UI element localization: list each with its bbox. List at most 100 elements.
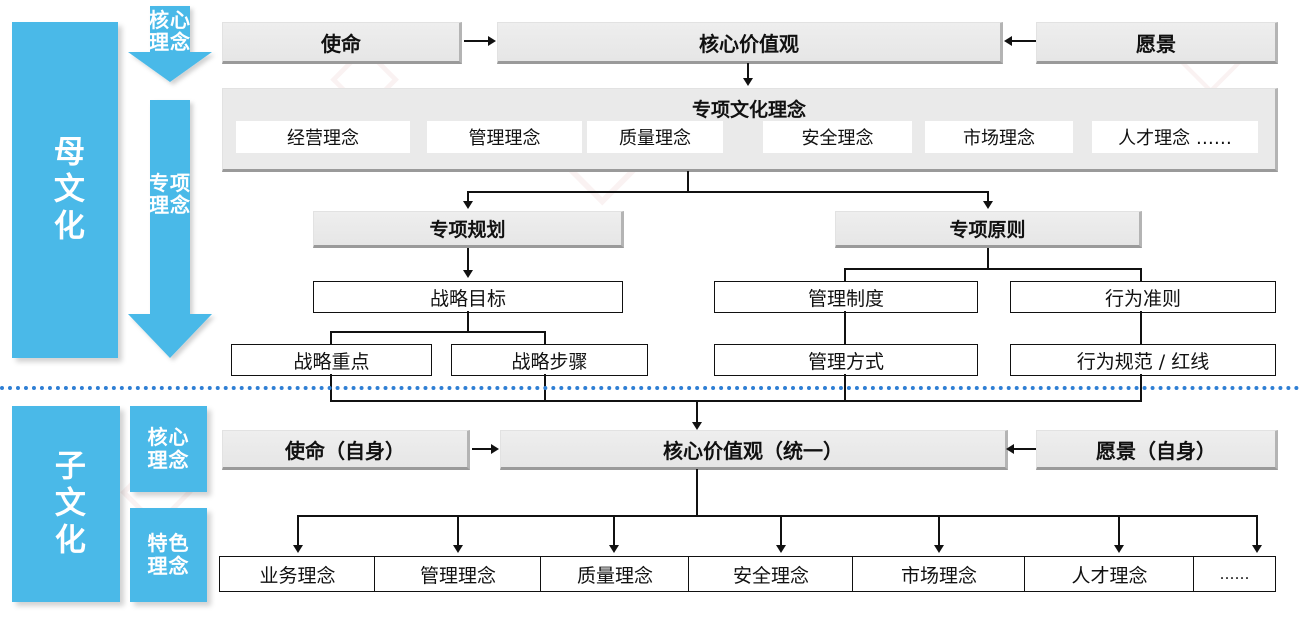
parent-to-child-down-line [696,400,698,424]
special-plan-box: 专项规划 [313,211,624,248]
child-item-0: 业务理念 [219,556,376,592]
special-item-0: 经营理念 [236,121,410,153]
parent-to-child-arrowhead [692,422,702,430]
child-tick-1 [457,515,459,547]
behavior-norm-label: 行为规范 / 红线 [1076,350,1210,373]
principle-split-line [844,268,1141,270]
panel-down-line [687,171,689,192]
principle-right-line [1140,268,1142,282]
strategy-steps-label: 战略步骤 [511,350,588,373]
child-tick-2 [613,515,615,547]
special-principle-label: 专项原则 [949,219,1026,241]
values-down-arrowhead [743,78,753,86]
strategy-goal-label: 战略目标 [429,287,506,310]
strategy-focus-box: 战略重点 [231,344,432,376]
behavior-guideline-label: 行为准则 [1104,287,1181,310]
management-method-box: 管理方式 [714,344,978,376]
principle-down-line [987,248,989,270]
strategy-focus-label: 战略重点 [293,350,370,373]
parent-mission-label: 使命 [321,31,361,56]
child-tick-6-arrowhead [1252,545,1262,553]
parent-core-values-label: 核心价值观 [699,31,799,56]
parent-vision-box: 愿景 [1036,22,1278,64]
child-tick-3 [780,515,782,547]
goal-down-line [467,311,469,333]
special-item-3: 安全理念 [763,121,912,153]
child-item-6: …… [1193,556,1276,592]
parent-culture-panel: 母文化 [12,22,118,358]
child-tick-4-arrowhead [934,545,944,553]
branch-split-line [467,191,988,193]
vision-to-values-arrowhead [1004,36,1012,46]
child-tick-1-arrowhead [453,545,463,553]
goal-left-line [330,331,332,345]
child-tick-6 [1256,515,1258,547]
child-vision-label: 愿景（自身） [1096,438,1216,463]
child-tick-3-arrowhead [776,545,786,553]
plan-down-line [467,248,469,272]
strategy-goal-box: 战略目标 [313,281,623,313]
plan-down-arrowhead [463,270,473,278]
management-system-box: 管理制度 [714,281,978,313]
child-tick-5 [1118,515,1120,547]
branch-left-line [467,191,469,203]
special-item-4: 市场理念 [925,121,1073,153]
child-tick-5-arrowhead [1114,545,1124,553]
special-item-1: 管理理念 [427,121,582,153]
child-mission-label: 使命（自身） [285,438,405,463]
special-plan-label: 专项规划 [429,219,506,241]
special-item-5: 人才理念 …… [1092,121,1258,153]
behavior-norm-box: 行为规范 / 红线 [1010,344,1276,376]
special-item-2: 质量理念 [587,121,723,153]
special-concept-arrow: 专项理念 [128,100,212,358]
guideline-down-line [1140,311,1142,344]
child-tick-4 [938,515,940,547]
values-down-line [747,63,749,81]
child-item-3: 安全理念 [688,556,854,592]
goal-split-line [330,331,545,333]
management-system-label: 管理制度 [807,287,884,310]
mission-to-values-arrowhead [488,36,496,46]
child-fanout-line [297,515,1257,517]
child-culture-panel: 子文化 [12,406,120,602]
child-item-4: 市场理念 [852,556,1026,592]
child-culture-label: 子文化 [48,448,85,560]
child-core-concept-tag: 核心理念 [130,406,207,492]
child-values-down-line [696,469,698,516]
child-core-values-box: 核心价值观（统一） [500,430,1008,470]
core-concept-arrow: 核心理念 [128,6,212,82]
branch-right-arrowhead [983,201,993,209]
child-item-2: 质量理念 [540,556,690,592]
child-mission-box: 使命（自身） [222,430,470,470]
child-vision-box: 愿景（自身） [1036,430,1278,470]
branch-right-line [987,191,989,203]
child-item-5: 人才理念 [1024,556,1195,592]
parent-core-values-box: 核心价值观 [497,22,1003,64]
core-concept-arrow-label: 核心理念 [149,8,191,55]
goal-right-line [544,331,546,345]
principle-left-line [844,268,846,282]
child-vision-to-values-arrowhead [1006,444,1014,454]
mission-to-values-line [464,40,488,42]
special-concept-arrow-label: 专项理念 [149,171,191,218]
child-feature-concept-tag: 特色理念 [130,508,207,602]
child-tick-0-arrowhead [293,545,303,553]
special-principle-box: 专项原则 [835,211,1142,248]
branch-left-arrowhead [463,201,473,209]
special-culture-title: 专项文化理念 [691,99,806,121]
child-mission-to-values-line [472,448,492,450]
management-method-label: 管理方式 [807,350,884,373]
parent-culture-label: 母文化 [47,134,84,246]
child-tick-0 [297,515,299,547]
culture-divider [0,386,1300,390]
mgmt-down-line [844,311,846,344]
child-tick-2-arrowhead [609,545,619,553]
child-core-values-label: 核心价值观（统一） [663,438,843,463]
vision-to-values-line [1012,40,1036,42]
strategy-steps-box: 战略步骤 [451,344,648,376]
child-mission-to-values-arrowhead [491,444,499,454]
child-item-1: 管理理念 [374,556,542,592]
behavior-guideline-box: 行为准则 [1010,281,1276,313]
parent-to-child-merge-line [330,400,1142,402]
parent-mission-box: 使命 [222,22,462,64]
